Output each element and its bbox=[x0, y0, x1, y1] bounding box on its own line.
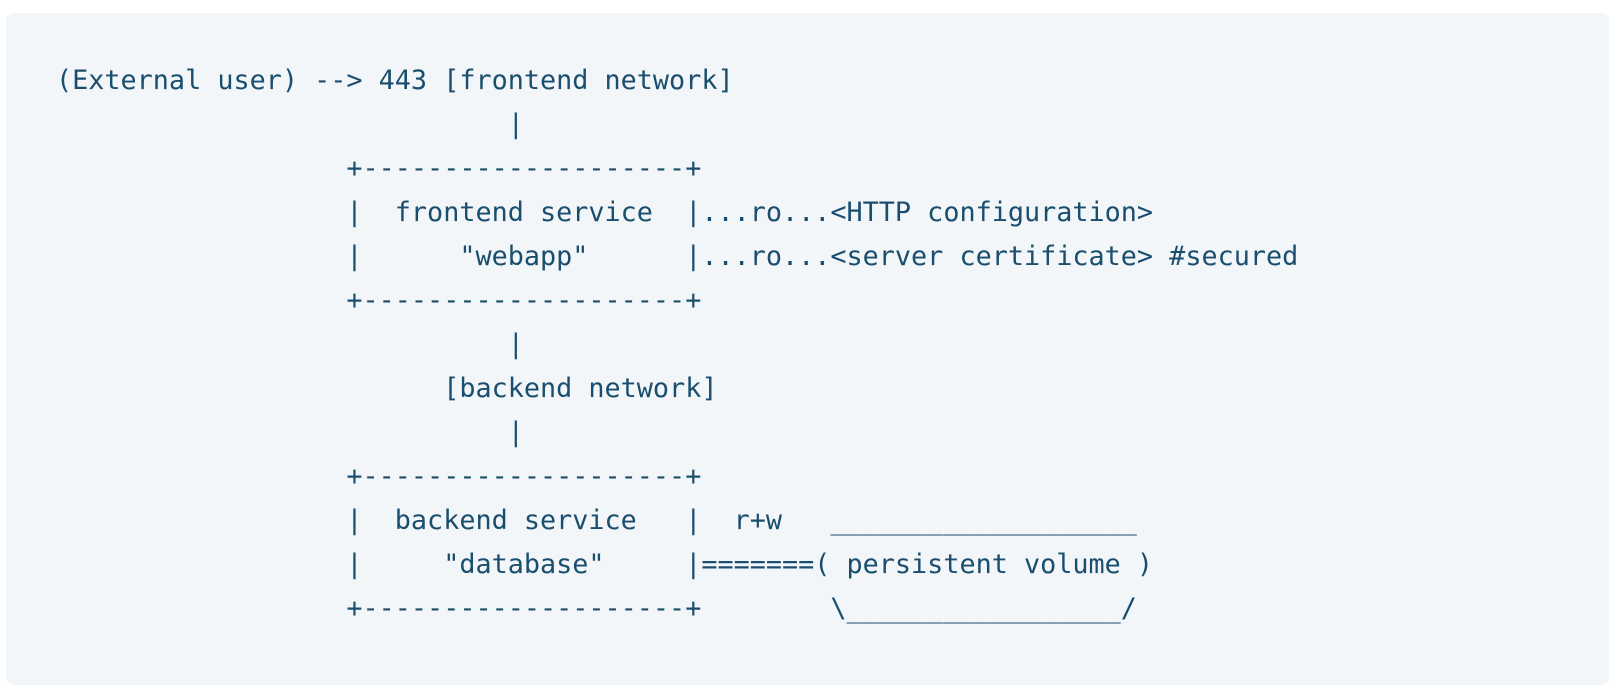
diagram-line-box-bottom: +--------------------+ bbox=[56, 285, 702, 316]
diagram-line-connector: | bbox=[56, 417, 524, 448]
diagram-line-webapp: | "webapp" |...ro...<server certificate>… bbox=[56, 241, 1299, 272]
diagram-line-backend-service: | backend service | r+w ________________… bbox=[56, 505, 1137, 536]
diagram-line-box-top: +--------------------+ bbox=[56, 461, 702, 492]
diagram-line-frontend-service: | frontend service |...ro...<HTTP config… bbox=[56, 197, 1154, 228]
diagram-line-database: | "database" |=======( persistent volume… bbox=[56, 549, 1154, 580]
diagram-line-box-top: +--------------------+ bbox=[56, 153, 702, 184]
diagram-line-box-bottom: +--------------------+ \________________… bbox=[56, 593, 1137, 624]
diagram-line-external-user: (External user) --> 443 [frontend networ… bbox=[56, 65, 734, 96]
diagram-line-connector: | bbox=[56, 329, 524, 360]
diagram-line-backend-network: [backend network] bbox=[56, 373, 718, 404]
ascii-diagram: (External user) --> 443 [frontend networ… bbox=[56, 59, 1298, 631]
diagram-line-connector: | bbox=[56, 109, 524, 140]
code-block: (External user) --> 443 [frontend networ… bbox=[6, 13, 1609, 685]
